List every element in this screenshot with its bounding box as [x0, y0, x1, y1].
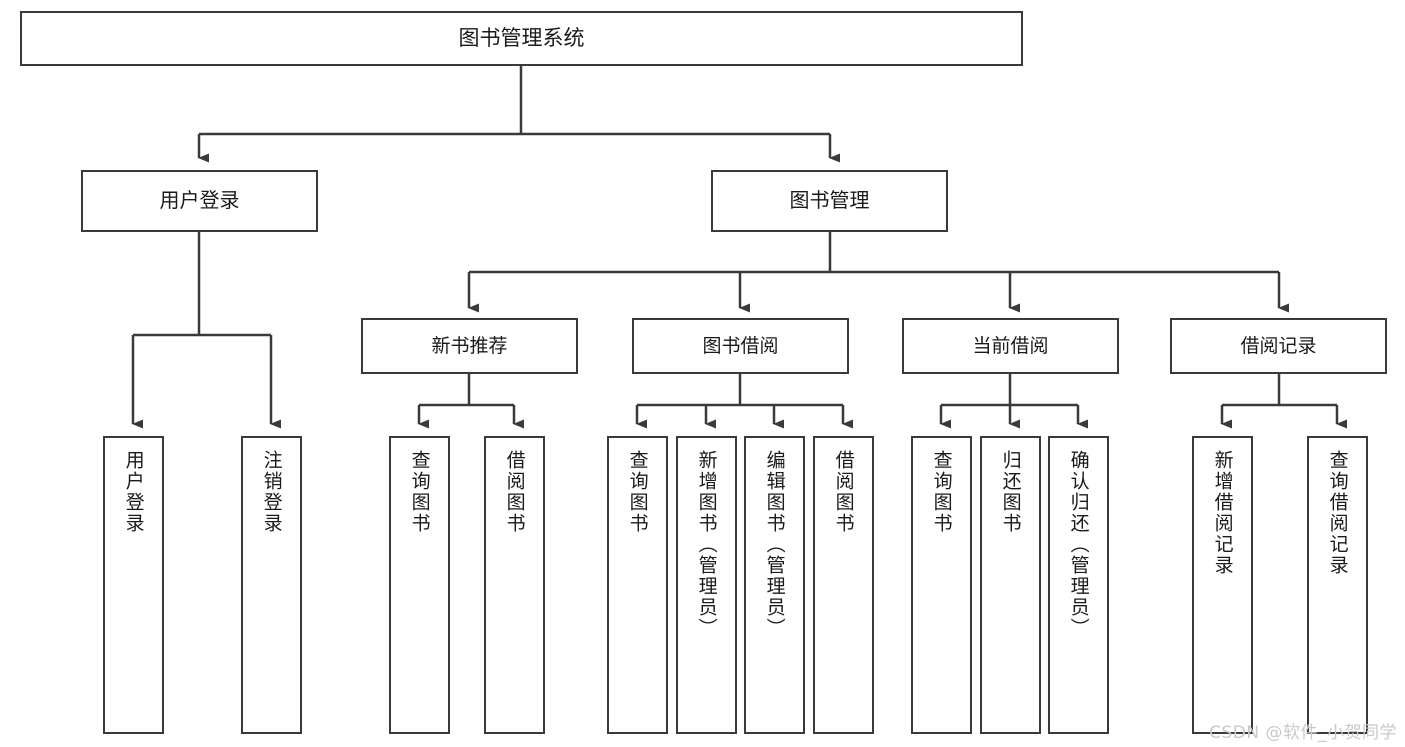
node-current-borrow[interactable]: 当前借阅 [902, 318, 1119, 374]
node-leaf-return-book[interactable]: 归还图书 [980, 436, 1041, 734]
edge-user-login-branch [131, 232, 281, 429]
node-label: 借阅记录 [1240, 334, 1317, 357]
node-leaf-add-borrow-record[interactable]: 新增借阅记录 [1192, 436, 1253, 734]
node-root-system[interactable]: 图书管理系统 [20, 11, 1023, 66]
edge-borrow-record-branch [1220, 374, 1347, 429]
node-label: 编辑图书（管理员） [763, 450, 786, 639]
node-label: 用户登录 [122, 450, 145, 534]
node-label: 借阅图书 [503, 450, 526, 534]
node-label: 当前借阅 [972, 334, 1049, 357]
node-new-book-recommend[interactable]: 新书推荐 [361, 318, 578, 374]
node-leaf-query-book-recommend[interactable]: 查询图书 [389, 436, 450, 734]
node-leaf-query-book-borrow[interactable]: 查询图书 [607, 436, 668, 734]
node-label: 新增借阅记录 [1211, 450, 1234, 576]
node-label: 查询图书 [626, 450, 649, 534]
edge-root-to-bus [197, 66, 840, 163]
edge-book-management-branch [467, 232, 1289, 313]
node-leaf-borrow-book-recommend[interactable]: 借阅图书 [484, 436, 545, 734]
node-label: 新增图书（管理员） [695, 450, 718, 639]
node-label: 查询借阅记录 [1326, 450, 1349, 576]
node-label: 图书管理系统 [458, 26, 585, 51]
node-user-login[interactable]: 用户登录 [81, 170, 318, 232]
edge-new-book-recommend-branch [417, 374, 524, 429]
node-label: 新书推荐 [431, 334, 508, 357]
node-leaf-add-book[interactable]: 新增图书（管理员） [676, 436, 737, 734]
node-leaf-user-logout[interactable]: 注销登录 [241, 436, 302, 734]
node-label: 归还图书 [999, 450, 1022, 534]
edge-current-borrow-branch [939, 374, 1088, 429]
node-label: 确认归还（管理员） [1067, 450, 1090, 639]
node-book-borrow[interactable]: 图书借阅 [632, 318, 849, 374]
node-book-management[interactable]: 图书管理 [711, 170, 948, 232]
edge-book-borrow-branch [635, 374, 853, 429]
node-leaf-borrow-book[interactable]: 借阅图书 [813, 436, 874, 734]
node-label: 查询图书 [408, 450, 431, 534]
node-label: 注销登录 [260, 450, 283, 534]
node-label: 图书借阅 [702, 334, 779, 357]
node-label: 借阅图书 [832, 450, 855, 534]
node-leaf-query-book-current[interactable]: 查询图书 [911, 436, 972, 734]
csdn-watermark: CSDN @软件_小贺同学 [1209, 723, 1397, 743]
node-label: 查询图书 [930, 450, 953, 534]
node-label: 用户登录 [159, 188, 240, 213]
node-leaf-query-borrow-record[interactable]: 查询借阅记录 [1307, 436, 1368, 734]
node-leaf-user-login[interactable]: 用户登录 [103, 436, 164, 734]
node-borrow-record[interactable]: 借阅记录 [1170, 318, 1387, 374]
node-leaf-edit-book[interactable]: 编辑图书（管理员） [744, 436, 805, 734]
node-leaf-confirm-return[interactable]: 确认归还（管理员） [1048, 436, 1109, 734]
node-label: 图书管理 [789, 188, 870, 213]
